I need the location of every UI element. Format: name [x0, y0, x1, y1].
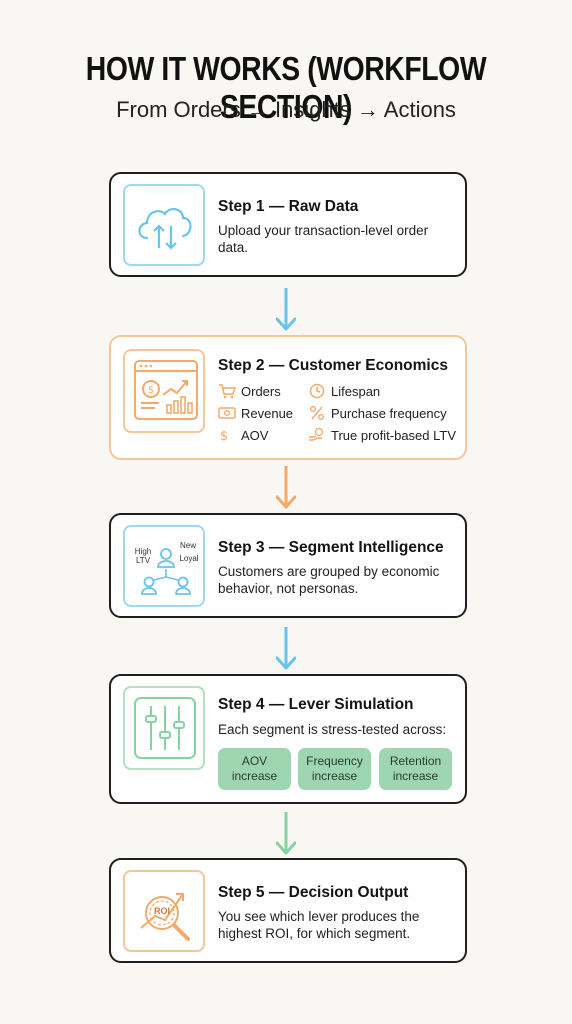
- segment-label-loyal: Loyal: [179, 554, 199, 563]
- svg-text:$: $: [220, 429, 228, 443]
- lever-retention-increase: Retention increase: [379, 748, 452, 790]
- step-2-card: $ Step 2 — Customer Economics Orders Lif…: [109, 335, 467, 460]
- arrow-down-icon: [276, 627, 296, 670]
- metric-label: Revenue: [241, 406, 294, 421]
- segment-label-high-ltv: High LTV: [134, 547, 152, 565]
- hand-coin-icon: [309, 427, 324, 441]
- segment-label-new: New: [179, 541, 196, 550]
- metric-label: Lifespan: [331, 384, 381, 399]
- sliders-icon: [123, 686, 205, 770]
- step-5-card: ROI Step 5 — Decision Output You see whi…: [109, 858, 467, 963]
- step-3-description: Customers are grouped by economic behavi…: [218, 564, 440, 596]
- cart-icon: [219, 384, 236, 399]
- metric-label: AOV: [241, 428, 269, 443]
- finance-dashboard-icon: $: [123, 349, 205, 433]
- step-1-title: Step 1 — Raw Data: [218, 198, 359, 215]
- lever-aov-increase: AOV increase: [218, 748, 291, 790]
- step-4-card: Step 4 — Lever Simulation Each segment i…: [109, 674, 467, 804]
- metric-label: Orders: [241, 384, 281, 399]
- step-5-title: Step 5 — Decision Output: [218, 884, 409, 901]
- banknote-icon: [218, 407, 236, 419]
- step-5-description: You see which lever produces the highest…: [218, 909, 420, 941]
- arrow-down-icon: [276, 812, 296, 855]
- clock-icon: [309, 383, 325, 399]
- segment-network-icon: High LTV New Loyal: [123, 525, 205, 607]
- step-4-title: Step 4 — Lever Simulation: [218, 696, 414, 713]
- metric-label: Purchase frequency: [331, 406, 447, 421]
- dollar-icon: $: [220, 429, 228, 443]
- cloud-upload-icon: [123, 184, 205, 266]
- percent-icon: [310, 406, 324, 420]
- step-3-card: High LTV New Loyal Step 3 — Segment Inte…: [109, 513, 467, 618]
- roi-magnifier-icon: ROI: [123, 870, 205, 952]
- step-3-title: Step 3 — Segment Intelligence: [218, 539, 444, 556]
- metric-label: True profit-based LTV: [331, 428, 456, 443]
- step-4-description: Each segment is stress-tested across:: [218, 722, 447, 737]
- step-1-card: Step 1 — Raw Data Upload your transactio…: [109, 172, 467, 277]
- step-1-description: Upload your transaction-level order data…: [218, 223, 429, 255]
- page-subtitle: From Orders → Insights → Actions: [116, 97, 456, 122]
- arrow-down-icon: [276, 466, 296, 509]
- page-title: HOW IT WORKS (WORKFLOW SECTION): [85, 50, 487, 125]
- arrow-down-icon: [276, 288, 296, 331]
- roi-label: ROI: [153, 906, 170, 916]
- svg-text:$: $: [148, 385, 154, 396]
- lever-frequency-increase: Frequency increase: [298, 748, 371, 790]
- step-2-title: Step 2 — Customer Economics: [218, 357, 448, 374]
